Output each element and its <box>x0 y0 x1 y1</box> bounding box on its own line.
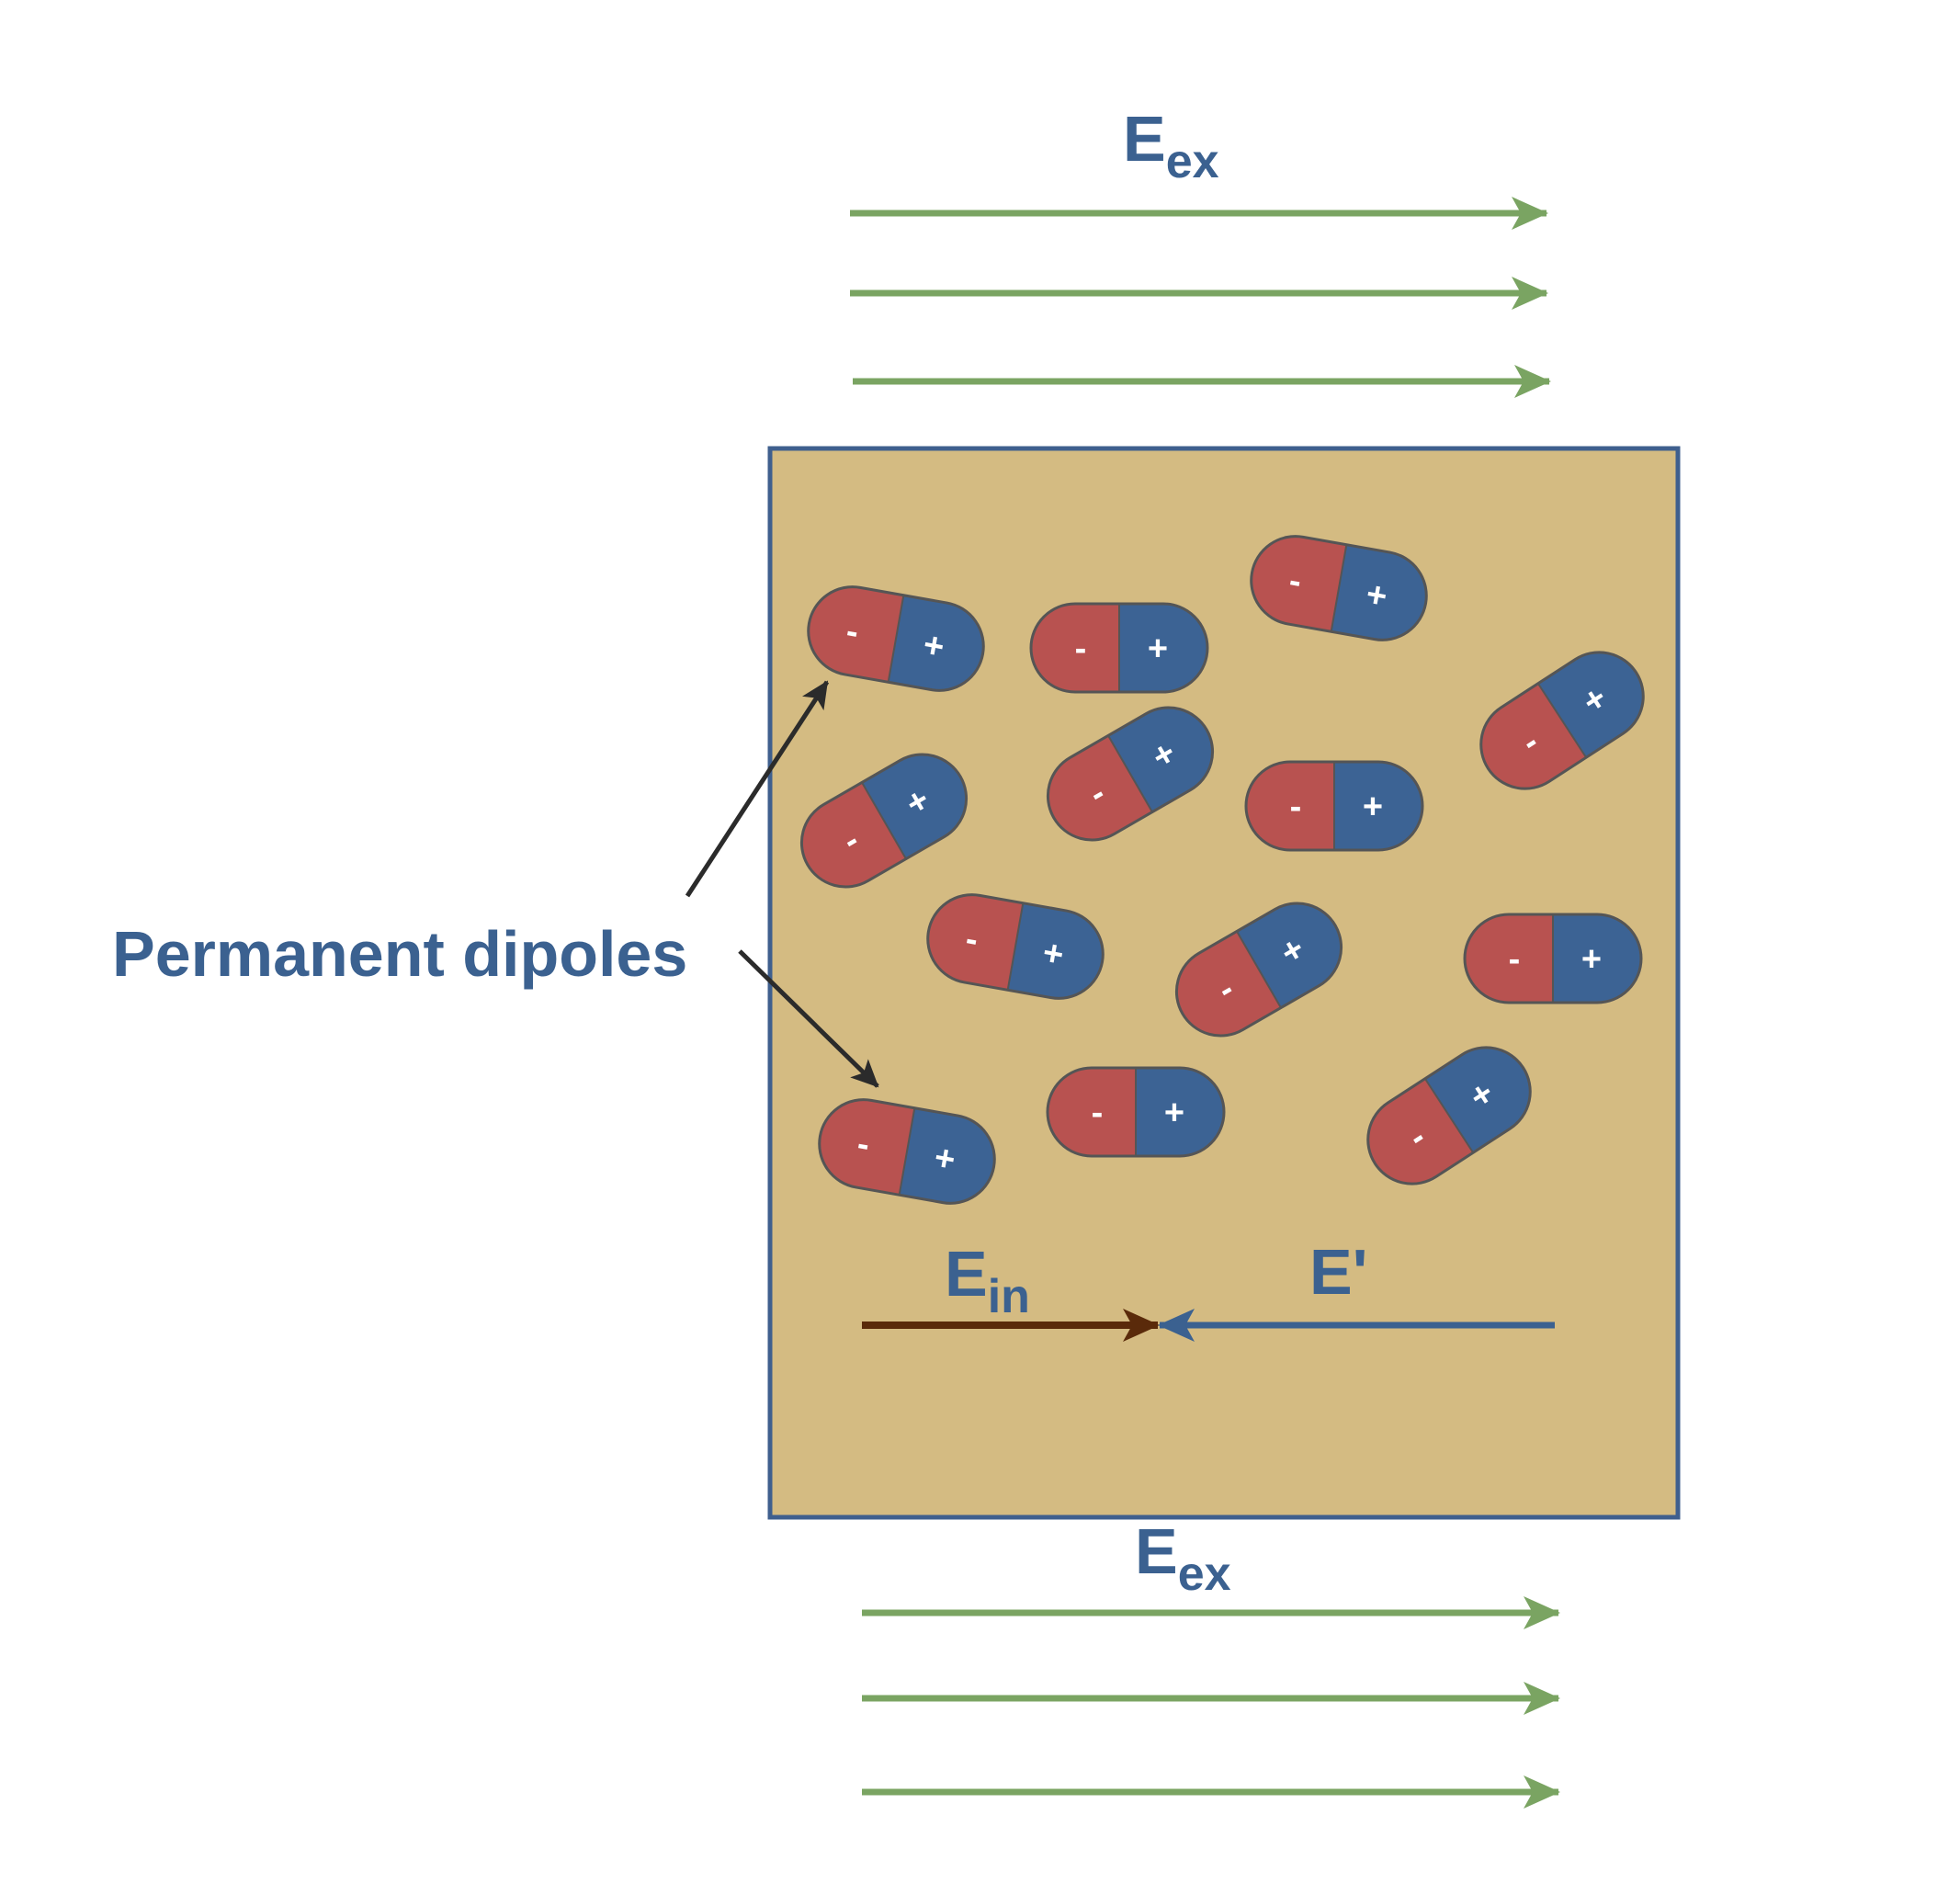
internal-field-label: Ein <box>945 1238 1030 1323</box>
dipole: - + <box>1029 602 1209 694</box>
dipole: - + <box>1174 902 1343 1038</box>
dipole-positive-sign: + <box>1581 940 1602 979</box>
external-field-top-label: Eex <box>1123 103 1219 188</box>
dipole-positive-sign: + <box>1148 630 1168 668</box>
dipole: - + <box>926 893 1105 1000</box>
external-field-top-main: E <box>1123 103 1166 175</box>
dipole: - + <box>1250 535 1428 641</box>
dipole: - + <box>1046 1066 1226 1158</box>
callout-arrow-upper <box>685 680 830 898</box>
dipole: - + <box>799 753 969 889</box>
dipole-negative-sign: - <box>1509 940 1521 979</box>
induced-field-label: E' <box>1309 1236 1367 1308</box>
dipole: - + <box>807 585 985 692</box>
internal-field-sub: in <box>988 1270 1030 1323</box>
dipole-negative-sign: - <box>1075 630 1087 668</box>
dipoles-callout: Permanent dipoles <box>112 680 879 1088</box>
external-field-bottom-main: E <box>1135 1515 1178 1587</box>
dipole-negative-sign: - <box>1290 788 1302 826</box>
external-field-bottom-label: Eex <box>1135 1515 1231 1601</box>
external-field-top: Eex <box>850 103 1551 398</box>
dipoles: - + - + - + - + <box>799 535 1645 1205</box>
dipoles-callout-label: Permanent dipoles <box>112 918 687 990</box>
external-field-bottom-sub: ex <box>1178 1548 1231 1601</box>
dipole: - + <box>1479 651 1645 790</box>
external-field-top-sub: ex <box>1166 135 1219 188</box>
dipole: - + <box>1463 913 1643 1004</box>
dipole: - + <box>1244 760 1424 852</box>
dipole-positive-sign: + <box>1164 1094 1184 1132</box>
internal-field-main: E <box>945 1238 988 1310</box>
dipole-positive-sign: + <box>1363 788 1383 826</box>
dipole: - + <box>1046 706 1215 842</box>
dipole: - + <box>1366 1046 1532 1185</box>
dipole-negative-sign: - <box>1092 1094 1104 1132</box>
callout-arrow-lower <box>738 949 879 1088</box>
dipole: - + <box>818 1098 996 1205</box>
external-field-bottom: Eex <box>862 1515 1560 1809</box>
internal-fields: Ein E' <box>862 1236 1555 1342</box>
